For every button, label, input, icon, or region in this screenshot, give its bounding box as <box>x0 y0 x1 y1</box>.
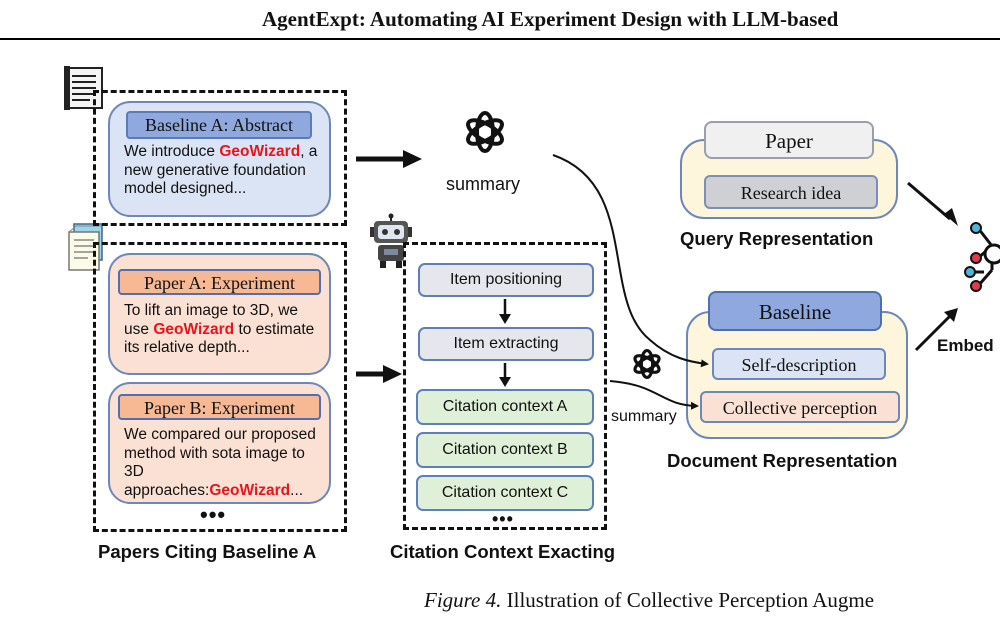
paper-a-text: To lift an image to 3D, we use GeoWizard… <box>124 302 315 356</box>
baseline-abstract-panel <box>93 90 347 226</box>
paper-b-card: Paper B: Experiment We compared our prop… <box>108 382 331 504</box>
self-description-box: Self-description <box>712 348 886 380</box>
citation-context-a: Citation context A <box>416 389 594 425</box>
geowizard-highlight: GeoWizard <box>209 481 291 499</box>
research-idea-box: Research idea <box>704 175 878 209</box>
embed-label: Embed <box>937 336 994 355</box>
citation-extraction-panel <box>403 242 607 530</box>
collective-perception-box: Collective perception <box>700 391 900 423</box>
citing-papers-panel <box>93 242 347 532</box>
figure-caption: Figure 4. Illustration of Collective Per… <box>424 588 875 612</box>
document-representation-caption: Document Representation <box>667 450 898 471</box>
geowizard-highlight: GeoWizard <box>219 143 301 160</box>
page-header: AgentExpt: Automating AI Experiment Desi… <box>0 0 1000 40</box>
network-icon <box>964 222 1000 292</box>
more-contexts-ellipsis: ••• <box>492 509 514 529</box>
geowizard-highlight: GeoWizard <box>153 320 235 338</box>
openai-logo-icon <box>633 348 661 380</box>
papers-citing-caption: Papers Citing Baseline A <box>98 541 317 562</box>
abstract-card: Baseline A: Abstract We introduce GeoWiz… <box>108 101 331 217</box>
paper-b-tag: Paper B: Experiment <box>118 394 321 420</box>
item-extracting-step: Item extracting <box>418 327 594 361</box>
document-icon <box>64 66 103 110</box>
paper-a-card: Paper A: Experiment To lift an image to … <box>108 253 331 375</box>
paper-running-title: AgentExpt: Automating AI Experiment Desi… <box>262 7 839 31</box>
abstract-text: We introduce GeoWizard, a new generative… <box>124 143 318 197</box>
citation-context-c: Citation context C <box>416 475 594 511</box>
paper-box: Paper <box>704 121 874 159</box>
paper-b-text: We compared our proposed method with sot… <box>124 426 316 499</box>
paper-a-tag: Paper A: Experiment <box>118 269 321 295</box>
baseline-box: Baseline <box>708 291 882 331</box>
summary-label-2: summary <box>611 408 677 426</box>
summary-label: summary <box>446 174 521 194</box>
abstract-tag: Baseline A: Abstract <box>126 111 312 139</box>
openai-logo-icon <box>466 111 504 153</box>
robot-icon <box>370 213 412 268</box>
citation-context-caption: Citation Context Exacting <box>390 541 616 562</box>
more-papers-ellipsis: ••• <box>200 502 227 527</box>
citation-context-b: Citation context B <box>416 432 594 468</box>
item-positioning-step: Item positioning <box>418 263 594 297</box>
query-representation-caption: Query Representation <box>680 228 874 249</box>
